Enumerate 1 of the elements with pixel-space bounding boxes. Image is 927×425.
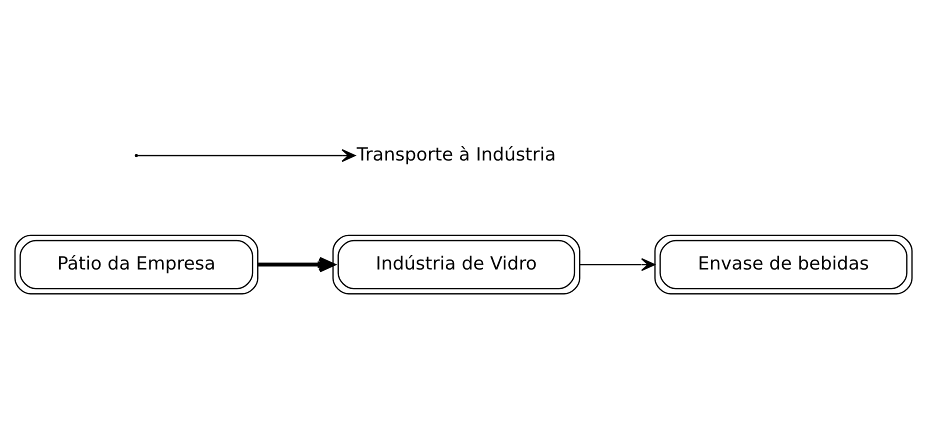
node-text: Transporte à Indústria xyxy=(356,144,556,165)
